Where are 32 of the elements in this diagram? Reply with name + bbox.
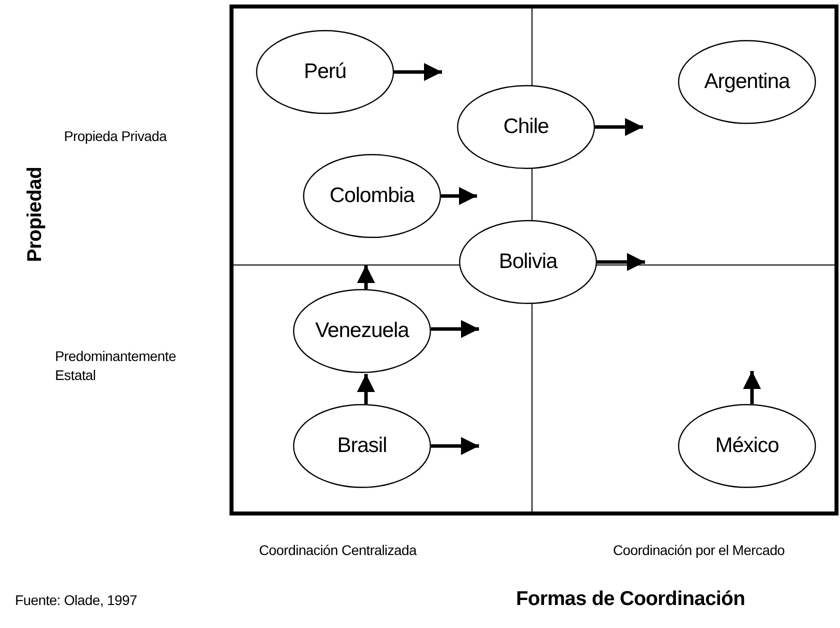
arrow: [431, 320, 479, 338]
country-label: Venezuela: [315, 319, 409, 343]
country-ellipse: [293, 289, 431, 373]
country-label: Bolivia: [498, 250, 558, 274]
country-label: México: [715, 434, 779, 458]
country-label: Colombia: [330, 184, 414, 208]
axis-title: Propiedad: [24, 167, 47, 262]
country-ellipse: [457, 85, 595, 169]
arrow: [357, 265, 375, 289]
country-ellipse: [459, 220, 597, 304]
arrow: [394, 63, 442, 81]
country-label: Brasil: [337, 434, 387, 458]
arrow: [743, 371, 761, 404]
country-label: Chile: [503, 115, 549, 139]
country-ellipse: [303, 154, 441, 238]
country-label: Perú: [304, 60, 346, 84]
axis-category-label: Propieda Privada: [64, 128, 167, 144]
axis-title: Formas de Coordinación: [516, 588, 745, 611]
arrow: [595, 118, 643, 136]
arrow: [441, 187, 477, 205]
axis-category-label: Coordinación Centralizada: [259, 542, 416, 558]
country-ellipse: [678, 404, 816, 488]
source-note: Fuente: Olade, 1997: [15, 592, 137, 608]
country-ellipse: [293, 404, 431, 488]
axis-category-label: Coordinación por el Mercado: [613, 542, 785, 558]
country-ellipse: [256, 30, 394, 114]
arrow: [431, 437, 479, 455]
country-label: Argentina: [704, 70, 790, 94]
arrow: [597, 253, 645, 271]
arrow: [357, 374, 375, 404]
country-ellipse: [678, 40, 816, 124]
axis-category-label: Predominantemente Estatal: [55, 347, 177, 385]
